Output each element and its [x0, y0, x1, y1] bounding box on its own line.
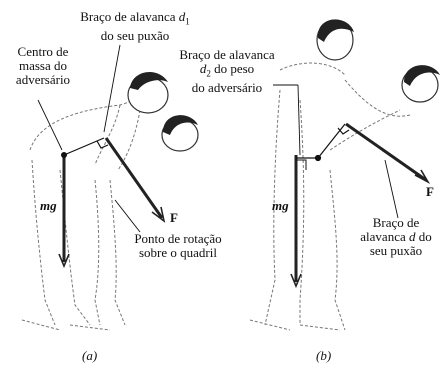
panel-a-mg-symbol: mg — [40, 198, 57, 213]
panel-a-weight-vector — [58, 152, 70, 269]
panel-b-force-vector — [345, 122, 431, 185]
panel-b-lever-arm-d2 — [296, 123, 350, 162]
panel-b-thrower-head — [316, 19, 354, 61]
panel-b-figures — [249, 62, 411, 331]
panel-b-mg-symbol: mg — [272, 198, 289, 213]
panel-a-lever-arm-d1 — [63, 137, 109, 156]
panel-a-center-of-mass-label: Centro de massa do adversário — [15, 44, 71, 87]
panel-a-lever-arm-pull-label: Braço de alavanca d1 do seu puxão — [80, 9, 190, 43]
panel-a-pivot-label: Ponto de rotação sobre o quadril — [134, 231, 222, 260]
panel-a-f-symbol: F — [170, 210, 178, 225]
panel-a-thrower-head — [161, 115, 199, 152]
panel-b-f-symbol: F — [426, 184, 434, 199]
panel-b-caption: (b) — [316, 348, 332, 363]
panel-b-opponent-head — [401, 65, 440, 103]
panel-b-leaders — [273, 84, 399, 219]
panel-a-caption: (a) — [82, 348, 98, 363]
panel-a-leaders — [37, 44, 141, 233]
panel-b-lever-arm-pull-label: Braço de alavanca d do seu puxão — [360, 215, 432, 258]
panel-a-opponent-head — [127, 71, 169, 114]
panel-b-lever-arm-weight-label: Braço de alavanca d2 do peso do adversár… — [179, 47, 275, 95]
panel-b-weight-vector — [290, 155, 307, 289]
panel-a-force-vector — [104, 137, 166, 223]
